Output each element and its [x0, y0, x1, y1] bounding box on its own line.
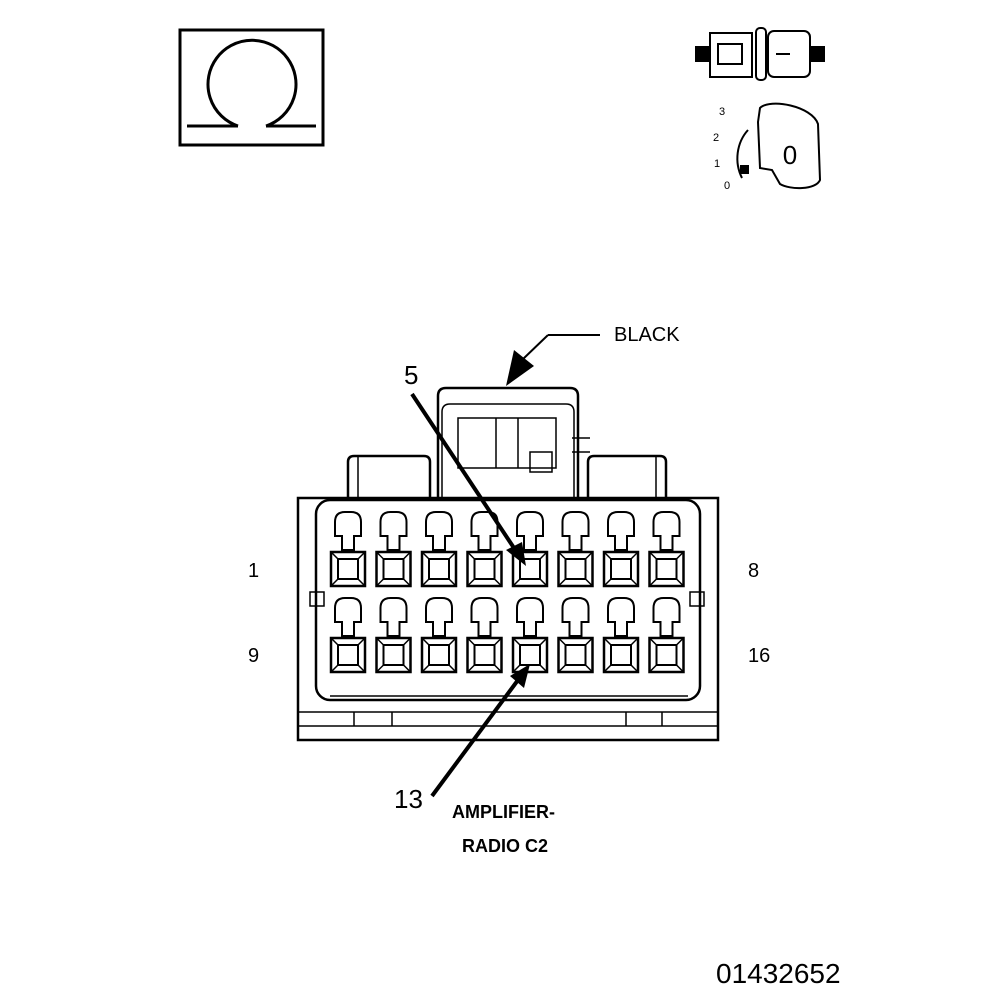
- connector-housing: [296, 386, 720, 742]
- black-leader-line-diag: [521, 334, 549, 361]
- connector-color-label: BLACK: [614, 324, 680, 346]
- row-label-16: 16: [748, 645, 771, 667]
- connector-plug-icon: [695, 27, 825, 81]
- pin-5-arrowhead: [506, 542, 526, 566]
- pin-13: [511, 597, 549, 674]
- connector-name-line2: RADIO C2: [462, 836, 549, 856]
- document-id: 01432652: [716, 958, 841, 989]
- ignition-key-icon: 0: [736, 102, 822, 190]
- row-label-9: 9: [248, 645, 260, 667]
- connector-name-line1: AMPLIFIER-: [452, 802, 555, 822]
- pin-2: [375, 511, 412, 588]
- pin-11: [420, 597, 458, 674]
- key-scale-2: 2: [713, 132, 720, 144]
- key-scale-0: 0: [724, 180, 731, 192]
- row-label-1: 1: [248, 560, 260, 582]
- pin-6: [557, 511, 594, 588]
- pin-3: [420, 511, 458, 588]
- svg-text:0: 0: [783, 140, 797, 170]
- pin-grid: [329, 511, 685, 674]
- key-scale-3: 3: [719, 106, 726, 118]
- pin-15: [602, 597, 640, 674]
- black-arrowhead: [506, 350, 534, 386]
- pin-9: [329, 597, 367, 674]
- pin-13-arrowhead: [510, 664, 530, 688]
- callout-arrows: [410, 334, 600, 798]
- callout-pin-13: 13: [394, 784, 423, 814]
- pin-7: [602, 511, 640, 588]
- pin-12: [466, 597, 503, 674]
- pin-13-arrow-line: [430, 678, 520, 798]
- pin-1: [329, 511, 367, 588]
- pin-14: [557, 597, 594, 674]
- pin-10: [375, 597, 412, 674]
- row-label-8: 8: [748, 560, 760, 582]
- callout-pin-5: 5: [404, 360, 419, 390]
- pin-5-arrow-line: [410, 392, 516, 550]
- pin-4: [466, 511, 503, 588]
- pin-8: [648, 511, 685, 588]
- pin-16: [648, 597, 685, 674]
- ohm-symbol-icon: [178, 28, 325, 147]
- key-scale-1: 1: [714, 158, 721, 170]
- pin-5: [511, 511, 549, 588]
